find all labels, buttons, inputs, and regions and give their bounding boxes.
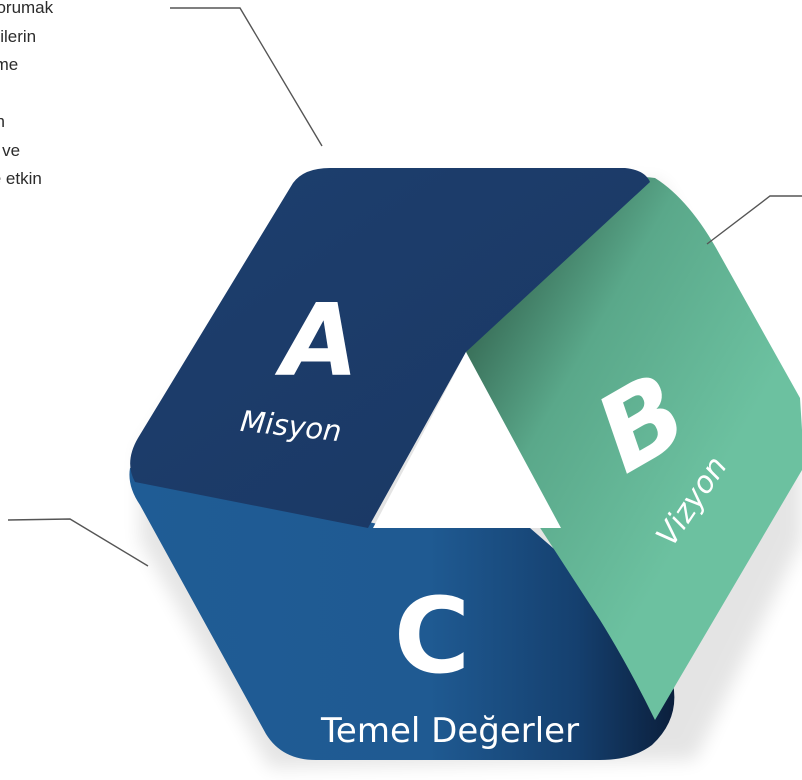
center-triangle [373, 352, 561, 528]
connector-line-c [7, 518, 149, 567]
description-line: nce ve [0, 140, 21, 160]
description-line: ni korumak [0, 0, 54, 17]
segment-a-shape [130, 168, 650, 528]
segment-b-shape [466, 177, 802, 721]
segment-c-shape [129, 468, 675, 760]
description-line: ı için [0, 112, 5, 131]
mission-description-text: ni korumak , kişilerin görme nce ı için … [0, 0, 175, 222]
segment-c-letter: C [394, 575, 470, 697]
description-line: görme [0, 55, 19, 74]
connector-line-a [170, 7, 323, 147]
segment-a-letter: A [274, 282, 358, 399]
connector-line-b [706, 195, 802, 245]
description-line: , kişilerin [0, 26, 37, 46]
description-line: eyle etkin [0, 169, 42, 188]
segment-c-label: Temel Değerler [320, 711, 579, 751]
